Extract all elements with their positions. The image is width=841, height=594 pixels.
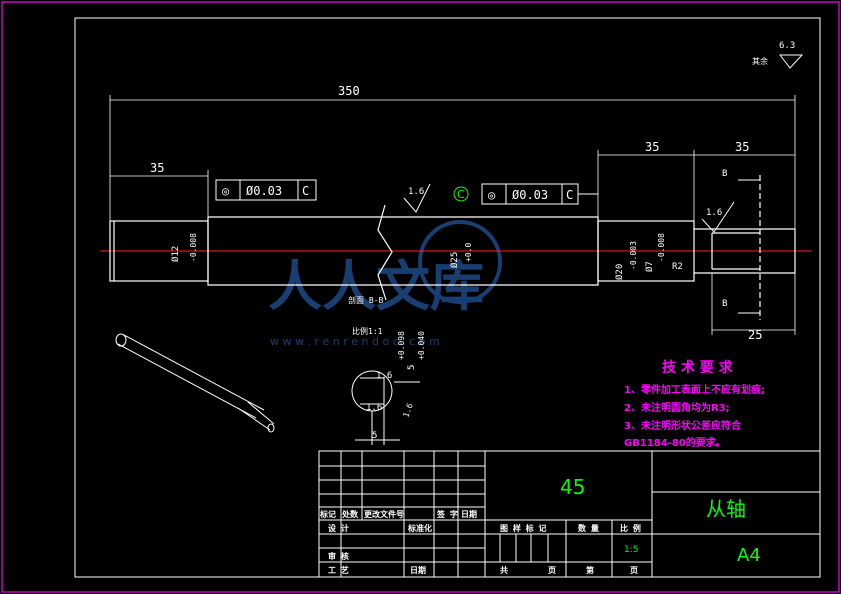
ratio-label: 比 例 bbox=[620, 523, 641, 533]
rev-header-2: 处数 bbox=[341, 509, 359, 519]
tech-req-title: 技 术 要 求 bbox=[662, 359, 734, 376]
date-label: 日期 bbox=[410, 565, 426, 575]
section-label-16b: 1.6 bbox=[366, 403, 382, 413]
section-key-tol1: +0.098 bbox=[397, 331, 406, 360]
dim-keyway-25: 25 bbox=[748, 328, 762, 342]
dim-diameter-7: Ø7 bbox=[644, 261, 655, 272]
rev-header-4: 签 字 bbox=[436, 509, 458, 519]
tol-datum-left: C bbox=[302, 184, 309, 198]
tol-symbol-right: ◎ bbox=[488, 188, 495, 202]
datum-circle bbox=[453, 186, 469, 202]
tol-value-right: Ø0.03 bbox=[512, 188, 548, 202]
dim-radius-r2: R2 bbox=[672, 262, 683, 272]
roughness-right: 1.6 bbox=[706, 208, 722, 218]
tol-symbol-left: ◎ bbox=[222, 184, 229, 198]
datum-label: C bbox=[457, 188, 465, 201]
page-label: 页 bbox=[548, 566, 556, 575]
roughness-mid-symbol bbox=[403, 183, 431, 213]
dim-diameter-left-tol: -0.008 bbox=[189, 233, 198, 262]
total-label: 共 bbox=[500, 565, 508, 575]
shaft-main-view bbox=[109, 175, 796, 320]
dim-right-35b: 35 bbox=[735, 140, 749, 154]
watermark: 人人文库 w w w . r e n r e n d o c . c o m bbox=[268, 220, 502, 348]
watermark-text: 人人文库 bbox=[268, 255, 484, 318]
part-name: 从轴 bbox=[706, 497, 746, 521]
tech-req-item-4: GB1184-80的要求。 bbox=[624, 436, 726, 449]
section-title: 剖面 B-B bbox=[348, 295, 383, 305]
section-scale: 比例1:1 bbox=[352, 326, 383, 336]
designer-label: 设 计 bbox=[328, 523, 349, 533]
title-block bbox=[318, 450, 821, 578]
section-dim-5: 5 bbox=[372, 431, 377, 441]
material-value: 45 bbox=[560, 475, 585, 499]
section-marker-bottom: B bbox=[722, 299, 727, 309]
rev-header-3: 更改文件号 bbox=[364, 509, 404, 519]
sheet-size: A4 bbox=[737, 545, 761, 566]
roughness-other-symbol bbox=[778, 54, 804, 69]
stage-label: 图 样 标 记 bbox=[500, 523, 546, 533]
rev-header-1: 标记 bbox=[319, 509, 336, 519]
keyway bbox=[711, 232, 760, 270]
roughness-other-label: 其余 bbox=[752, 56, 768, 66]
dim-diameter-20-tol: -0.003 bbox=[629, 241, 638, 270]
process-label: 工 艺 bbox=[328, 565, 349, 575]
roughness-mid: 1.6 bbox=[408, 187, 424, 197]
tolerance-frame-left bbox=[215, 179, 317, 201]
section-key-tol2: +0.040 bbox=[417, 331, 426, 360]
dim-left-35: 35 bbox=[150, 161, 164, 175]
tol-value-left: Ø0.03 bbox=[246, 184, 282, 198]
standard-label: 标准化 bbox=[407, 523, 432, 533]
dim-diameter-mid-tol: +0.0 bbox=[464, 243, 473, 262]
section-label-16c: 1.6 bbox=[401, 402, 414, 419]
roughness-other-value: 6.3 bbox=[779, 41, 795, 51]
dim-diameter-left: Ø12 bbox=[170, 246, 181, 262]
tech-req-item-3: 3、未注明形状公差应符合 bbox=[624, 419, 742, 432]
checker-label: 审 核 bbox=[328, 551, 349, 561]
rev-header-5: 日期 bbox=[461, 509, 477, 519]
watermark-url: w w w . r e n r e n d o c . c o m bbox=[270, 335, 440, 348]
section-view bbox=[351, 370, 420, 445]
section-key-depth: 5 bbox=[407, 365, 417, 370]
section-label-16a: 1.6 bbox=[376, 371, 392, 381]
tech-req-item-2: 2、未注明圆角均为R3; bbox=[624, 401, 730, 414]
shaft-body bbox=[207, 216, 599, 286]
page-label-2: 页 bbox=[630, 566, 638, 575]
scale-value: 1:5 bbox=[624, 545, 638, 555]
dim-diameter-mid: Ø25 bbox=[449, 252, 460, 268]
tech-req-item-1: 1、零件加工表面上不应有划痕; bbox=[624, 383, 765, 396]
section-arrows bbox=[738, 179, 760, 314]
dim-diameter-20: Ø20 bbox=[614, 264, 625, 280]
isometric-view bbox=[115, 333, 275, 433]
tol-datum-right: C bbox=[566, 188, 573, 202]
section-marker-top: B bbox=[722, 169, 727, 179]
dim-right-35a: 35 bbox=[645, 140, 659, 154]
dim-diameter-7-tol: -0.008 bbox=[657, 233, 666, 262]
dim-350: 350 bbox=[338, 84, 360, 98]
dimension-lines bbox=[109, 95, 796, 335]
break-line bbox=[377, 204, 393, 301]
qty-label: 数 量 bbox=[578, 523, 599, 533]
shaft-right-shoulder bbox=[597, 220, 695, 282]
sheet-label: 第 bbox=[586, 565, 594, 575]
tolerance-frame-right bbox=[481, 183, 598, 205]
watermark-circle bbox=[418, 220, 502, 304]
roughness-right-symbol bbox=[701, 201, 735, 233]
